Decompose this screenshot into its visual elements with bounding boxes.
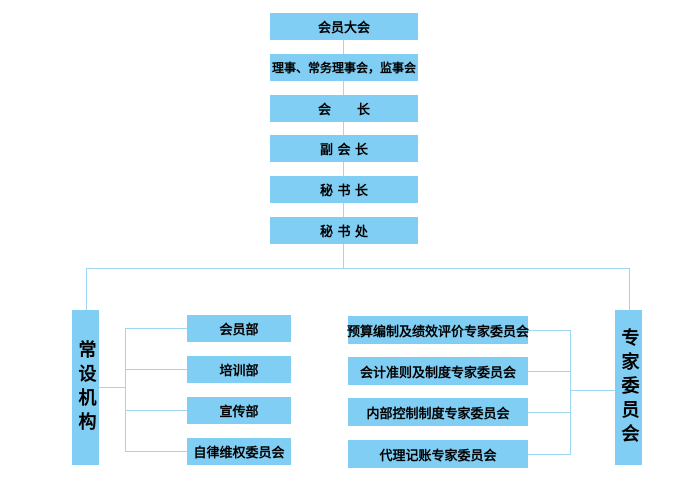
- node-publicity-dept: 宣传部: [187, 397, 291, 424]
- left-bracket-vertical: [125, 328, 126, 451]
- node-vice-president: 副 会 长: [270, 135, 418, 162]
- left-bracket-stem: [99, 387, 125, 388]
- right-bracket-arm-2: [528, 371, 570, 372]
- left-bracket-arm-2: [125, 369, 187, 370]
- branch-horizontal-connector: [86, 268, 630, 269]
- node-standing-bodies: 常设机构: [72, 310, 99, 465]
- left-bracket-arm-4: [125, 451, 187, 452]
- node-member-assembly: 会员大会: [270, 13, 418, 40]
- left-bracket-arm-3: [125, 410, 187, 411]
- node-internal-control-committee: 内部控制制度专家委员会: [348, 398, 528, 426]
- node-expert-committee: 专家委员会: [615, 310, 642, 465]
- node-president: 会 长: [270, 95, 418, 122]
- right-bracket-stem: [570, 390, 615, 391]
- right-bracket-vertical: [570, 330, 571, 455]
- right-branch-drop: [629, 268, 630, 310]
- right-bracket-arm-3: [528, 412, 570, 413]
- node-budget-committee: 预算编制及绩效评价专家委员会: [347, 316, 529, 344]
- left-branch-drop: [86, 268, 87, 310]
- node-council-board: 理事、常务理事会，监事会: [270, 54, 418, 81]
- right-bracket-arm-1: [528, 330, 570, 331]
- node-bookkeeping-committee: 代理记账专家委员会: [348, 440, 528, 468]
- node-secretary-general: 秘 书 长: [270, 176, 418, 203]
- node-accounting-standards-committee: 会计准则及制度专家委员会: [348, 357, 528, 385]
- node-self-discipline-committee: 自律维权委员会: [187, 438, 291, 465]
- left-bracket-arm-1: [125, 328, 187, 329]
- node-training-dept: 培训部: [187, 356, 291, 383]
- node-member-dept: 会员部: [187, 315, 291, 342]
- node-secretariat: 秘 书 处: [270, 217, 418, 244]
- right-bracket-arm-4: [528, 454, 570, 455]
